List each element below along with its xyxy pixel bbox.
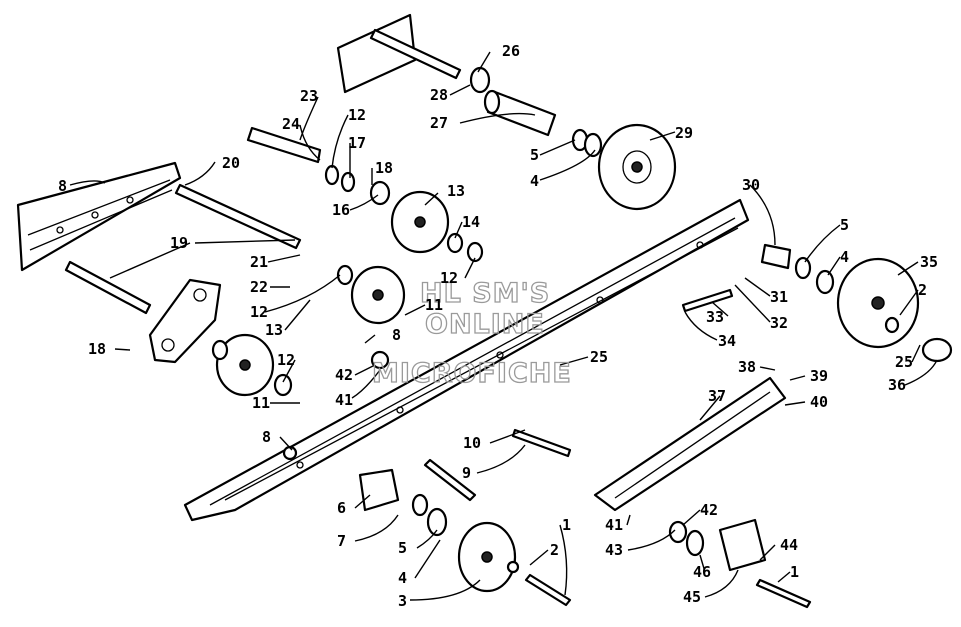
callout-1: 1 — [790, 563, 799, 581]
callout-41: 41 — [605, 516, 623, 534]
middle-idler-wheel-upper — [390, 190, 450, 254]
callout-30: 30 — [742, 176, 760, 194]
callout-3: 3 — [398, 592, 407, 610]
callout-4: 4 — [840, 248, 849, 266]
callout-45: 45 — [683, 588, 701, 606]
callout-18: 18 — [375, 159, 393, 177]
callout-27: 27 — [430, 114, 448, 132]
lower-idler-wheel-13 — [215, 333, 275, 397]
hub-cap — [921, 337, 953, 363]
front-idler-wheel — [457, 521, 517, 593]
callout-24: 24 — [282, 115, 300, 133]
callout-4: 4 — [530, 172, 539, 190]
middle-idler-wheel-lower — [350, 265, 406, 325]
callout-33: 33 — [706, 308, 724, 326]
callout-46: 46 — [693, 563, 711, 581]
callout-28: 28 — [430, 86, 448, 104]
callout-5: 5 — [840, 216, 849, 234]
callout-37: 37 — [708, 387, 726, 405]
watermark: HL SM'S ONLINE MICROFICHE — [371, 277, 572, 389]
watermark-line-1: HL SM'S — [420, 278, 550, 309]
scissor-arm — [148, 278, 222, 364]
callout-41: 41 — [335, 391, 353, 409]
callout-labels: 8 20 19 18 21 22 12 13 12 11 23 24 12 17… — [58, 42, 938, 610]
callout-31: 31 — [770, 288, 788, 306]
callout-10: 10 — [463, 434, 481, 452]
callout-23: 23 — [300, 87, 318, 105]
callout-20: 20 — [222, 154, 240, 172]
callout-38: 38 — [738, 358, 756, 376]
mount-block — [718, 518, 767, 572]
bearing-housing — [358, 468, 400, 512]
callout-9: 9 — [462, 464, 471, 482]
callout-12: 12 — [440, 269, 458, 287]
callout-7: 7 — [337, 532, 346, 550]
leader-lines — [69, 51, 938, 601]
callout-4: 4 — [398, 569, 407, 587]
callout-25: 25 — [590, 348, 608, 366]
callout-8: 8 — [392, 326, 401, 344]
watermark-line-3: MICROFICHE — [372, 358, 572, 389]
left-rear-rail — [16, 161, 182, 272]
callout-2: 2 — [918, 281, 927, 299]
callout-13: 13 — [447, 182, 465, 200]
callout-21: 21 — [250, 253, 268, 271]
swing-arm — [593, 376, 787, 512]
washers-and-bearings — [211, 66, 900, 574]
callout-18: 18 — [88, 340, 106, 358]
callout-17: 17 — [348, 134, 366, 152]
callout-13: 13 — [265, 321, 283, 339]
watermark-line-2: ONLINE — [425, 309, 545, 340]
callout-11: 11 — [252, 394, 270, 412]
callout-36: 36 — [888, 376, 906, 394]
upper-idler-wheel — [597, 123, 677, 211]
callout-8: 8 — [58, 177, 67, 195]
callout-11: 11 — [425, 296, 443, 314]
callout-12: 12 — [348, 106, 366, 124]
upper-cross-shaft — [174, 183, 302, 250]
callout-19: 19 — [170, 234, 188, 252]
callout-26: 26 — [502, 42, 520, 60]
callout-44: 44 — [780, 536, 798, 554]
callout-22: 22 — [250, 278, 268, 296]
callout-43: 43 — [605, 541, 623, 559]
callout-12: 12 — [277, 351, 295, 369]
callout-42: 42 — [700, 501, 718, 519]
callout-29: 29 — [675, 124, 693, 142]
callout-5: 5 — [398, 539, 407, 557]
callout-2: 2 — [550, 541, 559, 559]
callout-1: 1 — [562, 516, 571, 534]
callout-6: 6 — [337, 499, 346, 517]
callout-32: 32 — [770, 314, 788, 332]
callout-34: 34 — [718, 332, 736, 350]
callout-14: 14 — [462, 213, 480, 231]
idler-axle — [246, 126, 322, 164]
upper-bracket — [336, 13, 462, 94]
callout-8: 8 — [262, 428, 271, 446]
callout-12: 12 — [250, 303, 268, 321]
lower-cross-shaft — [64, 260, 152, 315]
callout-5: 5 — [530, 146, 539, 164]
callout-25: 25 — [895, 353, 913, 371]
callout-39: 39 — [810, 367, 828, 385]
rear-idler-wheel — [836, 257, 920, 349]
callout-35: 35 — [920, 253, 938, 271]
callout-40: 40 — [810, 393, 828, 411]
right-main-rail — [183, 198, 750, 522]
callout-16: 16 — [332, 201, 350, 219]
callout-42: 42 — [335, 366, 353, 384]
rear-hub — [760, 243, 792, 270]
